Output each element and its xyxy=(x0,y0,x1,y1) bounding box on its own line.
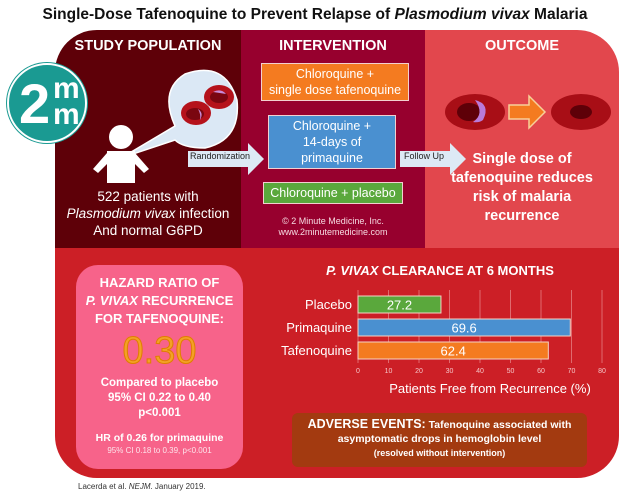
copyright: © 2 Minute Medicine, Inc. www.2minutemed… xyxy=(241,216,425,238)
heading-line: HAZARD RATIO OF xyxy=(99,275,220,290)
randomization-label: Randomization xyxy=(190,151,251,161)
outcome-text: Single dose of tafenoquine reduces risk … xyxy=(425,150,619,226)
study-population-header: STUDY POPULATION xyxy=(74,38,222,54)
comparison-stats: Compared to placebo 95% CI 0.22 to 0.40 … xyxy=(76,376,243,421)
person-icon xyxy=(93,125,149,183)
stat-line: p<0.001 xyxy=(138,407,181,419)
outcome-header: OUTCOME xyxy=(484,38,560,54)
hazard-ratio-value: 0.30 xyxy=(122,330,197,373)
primaquine-ci: 95% CI 0.18 to 0.39, p<0.001 xyxy=(107,446,212,455)
randomization-arrow-icon xyxy=(188,143,264,175)
title-suffix: Malaria xyxy=(529,6,588,23)
adverse-line: ADVERSE EVENTS: Tafenoquine associated w… xyxy=(292,417,587,432)
patient-illustration xyxy=(93,69,239,183)
title-text: Single-Dose Tafenoquine to Prevent Relap… xyxy=(42,6,395,23)
title-italic: Plasmodium vivax xyxy=(394,6,530,23)
x-tick-label: 70 xyxy=(568,368,576,375)
value-label: 27.2 xyxy=(387,298,412,313)
infection-line: Plasmodium vivax infection xyxy=(55,205,241,222)
heading-line: FOR TAFENOQUINE: xyxy=(94,311,225,326)
top-panels: STUDY POPULATION 522 patients wit xyxy=(55,30,619,248)
infographic-title: Single-Dose Tafenoquine to Prevent Relap… xyxy=(0,6,630,24)
outcome-line: risk of malaria xyxy=(472,189,572,205)
study-population-text: 522 patients with Plasmodium vivax infec… xyxy=(55,188,241,239)
x-tick-label: 0 xyxy=(356,368,360,375)
outcome-illustration xyxy=(445,94,611,130)
infected-red-blood-cell-icon xyxy=(181,85,234,125)
heading-rest: RECURRENCE xyxy=(137,293,234,308)
arm-line: 14-days of xyxy=(302,135,362,149)
bar-placebo xyxy=(357,295,442,314)
citation-date: . January 2019. xyxy=(150,482,206,491)
chart-title-rest: CLEARANCE AT 6 MONTHS xyxy=(378,263,554,278)
copyright-text: © 2 Minute Medicine, Inc. xyxy=(282,216,384,226)
arm-line: single dose tafenoquine xyxy=(268,83,402,97)
stat-line: 95% CI 0.22 to 0.40 xyxy=(108,392,211,404)
value-label: 62.4 xyxy=(441,344,466,359)
2-minute-medicine-logo: 2 m m xyxy=(7,63,87,143)
intervention-header: INTERVENTION xyxy=(279,38,387,54)
logo-two: 2 xyxy=(19,72,51,135)
species-name: Plasmodium vivax xyxy=(66,206,176,221)
category-label: Primaquine xyxy=(286,320,352,335)
x-tick-label: 40 xyxy=(476,368,484,375)
logo-m-top: m xyxy=(53,72,80,105)
g6pd-line: And normal G6PD xyxy=(93,223,203,238)
outcome-line: recurrence xyxy=(484,208,560,224)
x-tick-label: 80 xyxy=(598,368,606,375)
x-tick-label: 30 xyxy=(446,368,454,375)
adverse-lead: ADVERSE EVENTS: xyxy=(307,417,426,431)
intervention-panel: INTERVENTION Chloroquine + single dose ta… xyxy=(241,30,425,248)
arm-line: Chloroquine + xyxy=(295,67,375,81)
patients-count: 522 patients with xyxy=(97,189,199,204)
stat-line: Compared to placebo xyxy=(100,377,219,389)
bar-primaquine xyxy=(357,318,571,337)
x-tick-label: 50 xyxy=(507,368,515,375)
category-label: Tafenoquine xyxy=(281,343,352,358)
infected-cell-icon xyxy=(445,94,505,130)
placebo-arm: Chloroquine + placebo xyxy=(263,182,403,204)
adverse-text: Tafenoquine associated with xyxy=(425,419,572,431)
adverse-events-box: ADVERSE EVENTS: Tafenoquine associated w… xyxy=(292,413,587,467)
citation: Lacerda et al. NEJM. January 2019. xyxy=(78,482,206,491)
bar-tafenoquine xyxy=(357,341,549,360)
heading-italic: P. VIVAX xyxy=(85,293,138,308)
infection-label: infection xyxy=(175,206,230,221)
logo-m-bottom: m xyxy=(53,98,80,131)
adverse-text: asymptomatic drops in hemoglobin level xyxy=(337,433,542,445)
arm-line: Chloroquine + xyxy=(292,119,372,133)
outcome-panel: OUTCOME Single dose of tafenoquine reduc… xyxy=(425,30,619,248)
x-tick-label: 60 xyxy=(537,368,545,375)
study-population-panel: STUDY POPULATION 522 patients wit xyxy=(55,30,241,248)
healthy-cell-icon xyxy=(551,94,611,130)
primaquine-hr: HR of 0.26 for primaquine xyxy=(95,432,224,444)
citation-journal: NEJM xyxy=(128,482,151,491)
website-link[interactable]: www.2minutemedicine.com xyxy=(278,227,388,237)
x-tick-label: 10 xyxy=(385,368,393,375)
arm-line: Chloroquine + placebo xyxy=(270,186,396,200)
arm-line: primaquine xyxy=(301,151,363,165)
tafenoquine-arm: Chloroquine + single dose tafenoquine xyxy=(261,63,409,101)
category-label: Placebo xyxy=(305,297,352,312)
hazard-ratio-box: HAZARD RATIO OF P. VIVAX RECURRENCE FOR … xyxy=(76,265,243,469)
citation-authors: Lacerda et al. xyxy=(78,482,129,491)
x-tick-label: 20 xyxy=(415,368,423,375)
follow-up-label: Follow Up xyxy=(404,151,445,161)
chart-title-italic: P. VIVAX xyxy=(326,263,379,278)
x-axis-label: Patients Free from Recurrence (%) xyxy=(389,381,591,396)
hazard-ratio-heading: HAZARD RATIO OF P. VIVAX RECURRENCE FOR … xyxy=(76,274,243,328)
adverse-note: (resolved without intervention) xyxy=(373,448,506,458)
outcome-line: Single dose of xyxy=(472,151,572,167)
heading-line: P. VIVAX RECURRENCE xyxy=(76,292,243,310)
chart-title: P. VIVAX CLEARANCE AT 6 MONTHS xyxy=(260,263,620,278)
arrow-right-icon xyxy=(508,94,547,130)
outcome-line: tafenoquine reduces xyxy=(451,170,593,186)
primaquine-arm: Chloroquine + 14-days of primaquine xyxy=(268,115,396,169)
follow-up-arrow-icon xyxy=(400,143,466,175)
value-label: 69.6 xyxy=(451,321,476,336)
